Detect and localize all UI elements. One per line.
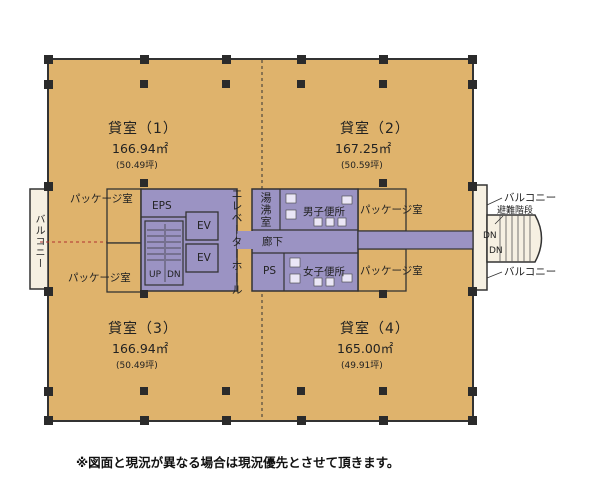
dn-label-2: DN <box>489 246 503 256</box>
ev-label-1: EV <box>197 220 211 232</box>
disclaimer-note: ※図面と現況が異なる場合は現況優先とさせて頂きます。 <box>76 455 400 470</box>
package-room-left-bottom <box>106 242 142 293</box>
room-1-area: 166.94㎡ <box>112 141 169 156</box>
room-4-tsubo: (49.91坪) <box>341 361 383 371</box>
floor-plan <box>29 55 543 425</box>
corridor-east <box>357 230 474 250</box>
eps-label: EPS <box>152 200 172 212</box>
room-4-name: 貸室（4） <box>340 321 410 337</box>
stair-treads <box>499 215 531 262</box>
room-3-tsubo: (50.49坪) <box>116 361 158 371</box>
stairs-up-label: UP <box>149 270 162 280</box>
toilet-fixtures <box>285 193 353 287</box>
room-2-tsubo: (50.59坪) <box>341 161 383 171</box>
room-4-area: 165.00㎡ <box>337 341 394 356</box>
room-2-area: 167.25㎡ <box>335 141 392 156</box>
elevator-hall-label: エレベーターホール <box>230 188 243 296</box>
left-balcony-label: バルコニー <box>33 214 44 269</box>
columns <box>44 55 477 425</box>
package-room-label-3: パッケージ室 <box>360 204 423 216</box>
package-room-right-bottom <box>357 248 407 292</box>
leader-balcony-top <box>486 197 503 206</box>
kettle-room-label: 湯沸室 <box>259 192 272 228</box>
evacuation-stairs-label: 避難階段 <box>497 206 534 216</box>
stair-lines <box>147 224 181 282</box>
womens-toilet-label: 女子便所 <box>303 266 345 278</box>
room-1-tsubo: (50.49坪) <box>116 161 158 171</box>
mens-toilet-label: 男子便所 <box>303 206 345 218</box>
elevator-2 <box>185 243 219 273</box>
ps-label: PS <box>263 265 276 277</box>
package-room-label-2: パッケージ室 <box>68 272 131 284</box>
room-3-area: 166.94㎡ <box>112 341 169 356</box>
package-room-label-1: パッケージ室 <box>70 193 133 205</box>
corridor-label: 廊下 <box>262 236 283 248</box>
stairwell <box>144 220 184 286</box>
stairs-dn-label: DN <box>167 270 181 280</box>
ev-label-2: EV <box>197 252 211 264</box>
elevator-1 <box>185 211 219 241</box>
leader-stairs <box>494 215 504 225</box>
right-balcony-label-top: バルコニー <box>504 192 557 204</box>
dn-label-1: DN <box>483 231 497 241</box>
leader-balcony-bottom <box>486 271 503 279</box>
room-3-name: 貸室（3） <box>108 321 178 337</box>
evacuation-stair-shape <box>486 214 543 263</box>
package-room-label-4: パッケージ室 <box>360 265 423 277</box>
room-1-name: 貸室（1） <box>108 121 178 137</box>
left-balcony <box>29 188 49 290</box>
corridor-link <box>237 231 257 249</box>
right-balcony-label-bottom: バルコニー <box>504 266 557 278</box>
room-2-name: 貸室（2） <box>340 121 410 137</box>
